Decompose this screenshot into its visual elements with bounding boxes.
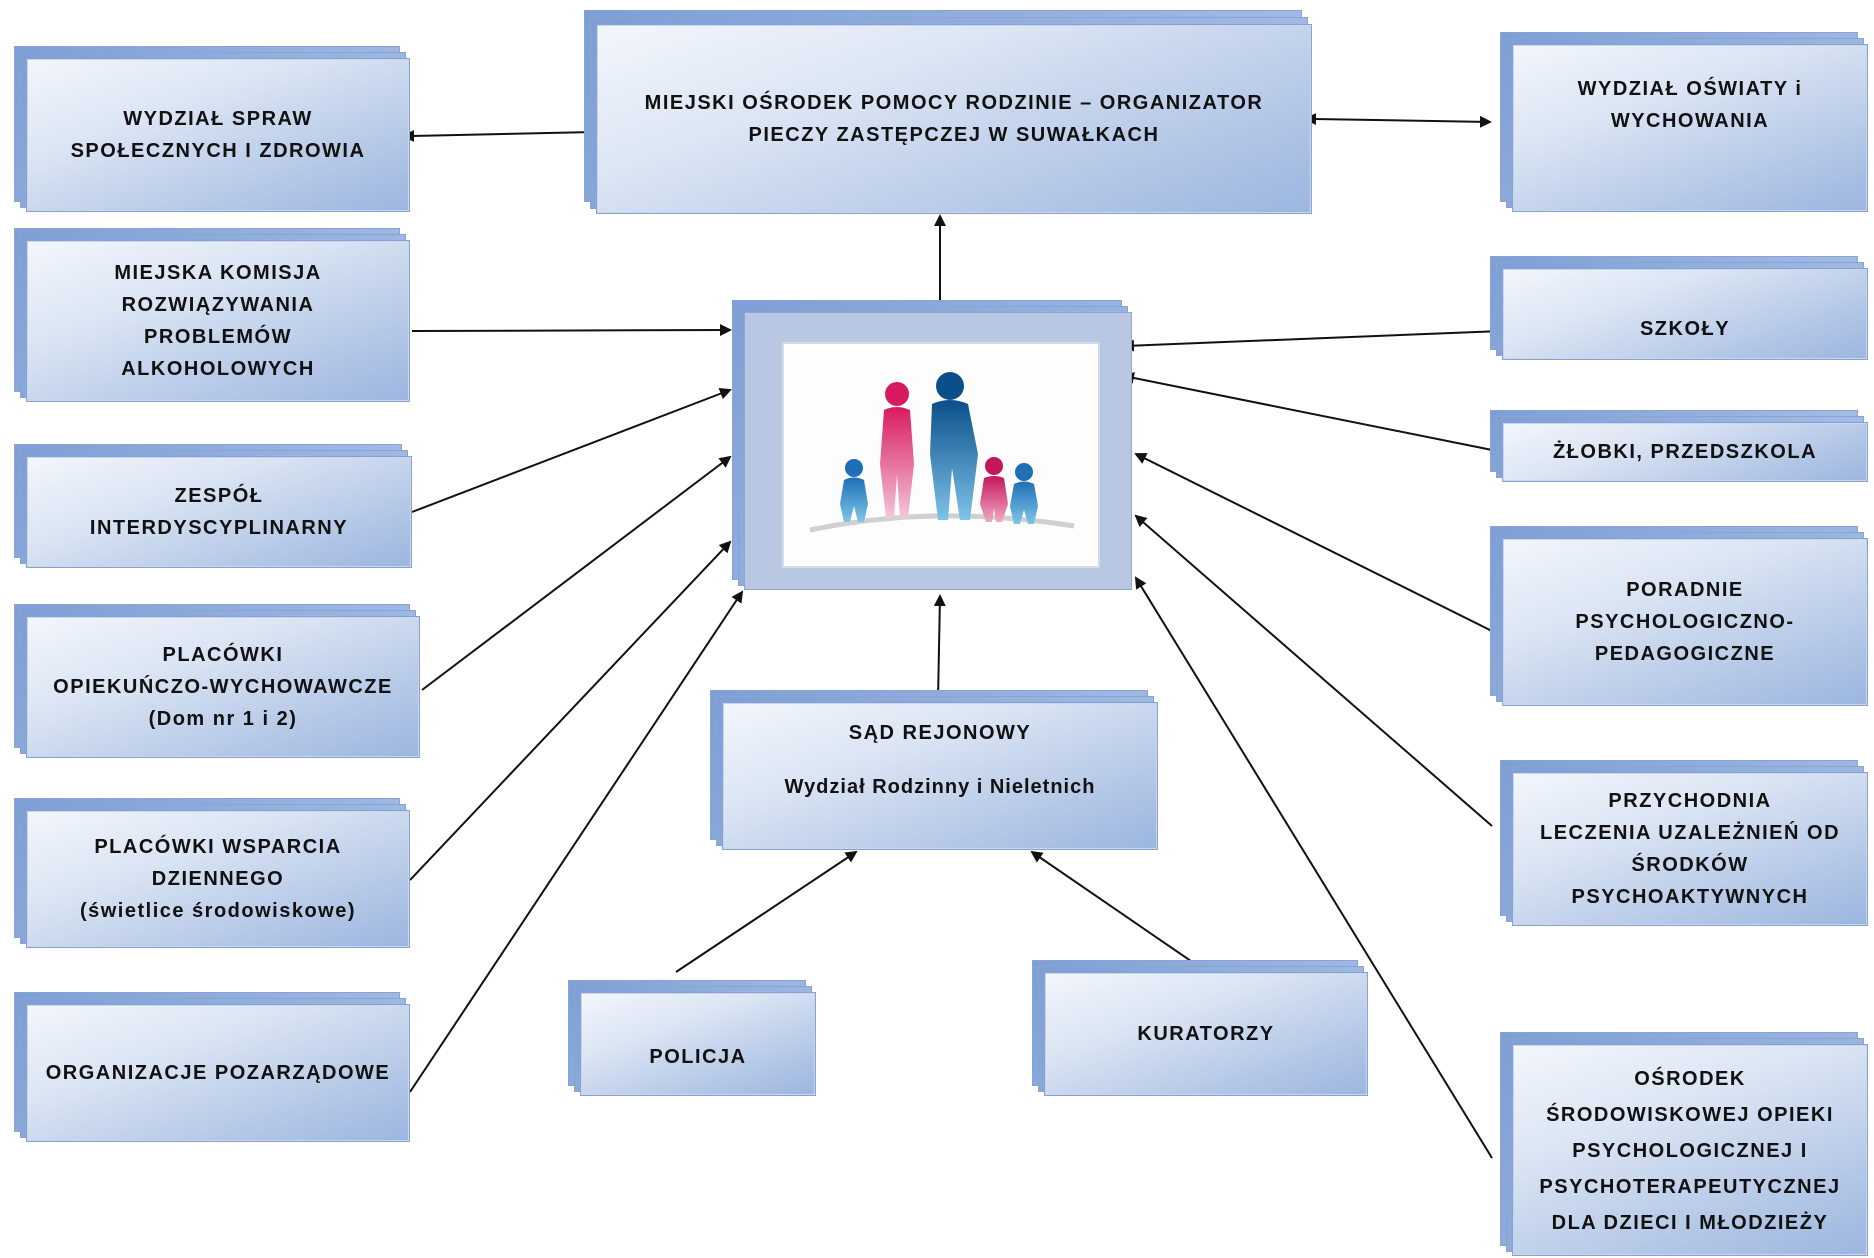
node-przychodnia: PRZYCHODNIA LECZENIA UZALEŻNIEŃ OD ŚRODK… bbox=[1500, 760, 1868, 926]
arrow-mops-wydzial-oswiaty bbox=[1304, 113, 1492, 128]
node-poradnie: PORADNIE PSYCHOLOGICZNO- PEDAGOGICZNE bbox=[1490, 526, 1868, 706]
node-wydzial-spraw: WYDZIAŁ SPRAW SPOŁECZNYCH I ZDROWIA bbox=[14, 46, 410, 212]
arrow-poradnie bbox=[1134, 453, 1503, 637]
policja-label: POLICJA bbox=[649, 1046, 747, 1068]
arrow-komisja bbox=[411, 324, 732, 337]
osrodek-label: OŚRODEK ŚRODOWISKOWEJ OPIEKI PSYCHOLOGIC… bbox=[1539, 1068, 1841, 1234]
przychodnia-label: PRZYCHODNIA LECZENIA UZALEŻNIEŃ OD ŚRODK… bbox=[1539, 790, 1841, 908]
arrow-mops-wydzial-spraw bbox=[402, 126, 596, 142]
wydzial-spraw-label: WYDZIAŁ SPRAW SPOŁECZNYCH I ZDROWIA bbox=[70, 108, 366, 162]
wydzial-oswiaty-label: WYDZIAŁ OŚWIATY i WYCHOWANIA bbox=[1577, 78, 1803, 132]
node-wydzial-oswiaty: WYDZIAŁ OŚWIATY i WYCHOWANIA bbox=[1500, 32, 1868, 212]
node-komisja: MIEJSKA KOMISJA ROZWIĄZYWANIA PROBLEMÓW … bbox=[14, 228, 410, 402]
arrow-placowki-opiek bbox=[421, 455, 732, 691]
arrow-zlobki bbox=[1122, 372, 1503, 453]
organizacje-label: ORGANIZACJE POZARZĄDOWE bbox=[45, 1062, 391, 1084]
komisja-label: MIEJSKA KOMISJA ROZWIĄZYWANIA PROBLEMÓW … bbox=[114, 262, 322, 380]
node-placowki-wsparcia: PLACÓWKI WSPARCIA DZIENNEGO (świetlice ś… bbox=[14, 798, 410, 948]
arrow-zespol bbox=[411, 387, 732, 513]
node-policja: POLICJA bbox=[568, 980, 816, 1096]
poradnie-label: PORADNIE PSYCHOLOGICZNO- PEDAGOGICZNE bbox=[1575, 579, 1795, 665]
node-placowki-opiek: PLACÓWKI OPIEKUŃCZO-WYCHOWAWCZE (Dom nr … bbox=[14, 604, 420, 758]
arrow-osrodek bbox=[1134, 576, 1493, 1159]
zespol-label: ZESPÓŁ INTERDYSCYPLINARNY bbox=[89, 485, 349, 539]
zlobki-label: ŻŁOBKI, PRZEDSZKOLA bbox=[1552, 441, 1818, 463]
node-zlobki: ŻŁOBKI, PRZEDSZKOLA bbox=[1490, 410, 1868, 482]
szkoly-label: SZKOŁY bbox=[1639, 318, 1731, 340]
node-sad: SĄD REJONOWY Wydział Rodzinny i Nieletni… bbox=[710, 690, 1158, 850]
arrow-placowki-wsparcia bbox=[409, 540, 732, 881]
placowki-opiek-label: PLACÓWKI OPIEKUŃCZO-WYCHOWAWCZE (Dom nr … bbox=[53, 644, 393, 730]
arrow-szkoly bbox=[1122, 330, 1503, 352]
family-icon bbox=[809, 372, 1075, 533]
arrow-organizacje bbox=[409, 590, 744, 1093]
node-szkoly: SZKOŁY bbox=[1490, 256, 1868, 360]
node-osrodek: OŚRODEK ŚRODOWISKOWEJ OPIEKI PSYCHOLOGIC… bbox=[1500, 1032, 1868, 1256]
kuratorzy-label: KURATORZY bbox=[1137, 1023, 1275, 1045]
node-zespol: ZESPÓŁ INTERDYSCYPLINARNY bbox=[14, 444, 412, 568]
arrow-przychodnia bbox=[1134, 514, 1493, 827]
node-mops: MIEJSKI OŚRODEK POMOCY RODZINIE – ORGANI… bbox=[584, 10, 1312, 214]
arrow-sad bbox=[933, 594, 946, 701]
mops-label: MIEJSKI OŚRODEK POMOCY RODZINIE – ORGANI… bbox=[644, 92, 1264, 146]
sad-subtitle: Wydział Rodzinny i Nieletnich bbox=[784, 776, 1096, 798]
arrow-policja bbox=[675, 850, 858, 973]
node-organizacje: ORGANIZACJE POZARZĄDOWE bbox=[14, 992, 410, 1142]
sad-title: SĄD REJONOWY bbox=[848, 722, 1032, 744]
placowki-wsparcia-label: PLACÓWKI WSPARCIA DZIENNEGO (świetlice ś… bbox=[79, 836, 357, 922]
node-kuratorzy: KURATORZY bbox=[1032, 960, 1368, 1096]
arrow-kuratorzy bbox=[1030, 850, 1205, 971]
center-image-frame bbox=[732, 300, 1132, 590]
